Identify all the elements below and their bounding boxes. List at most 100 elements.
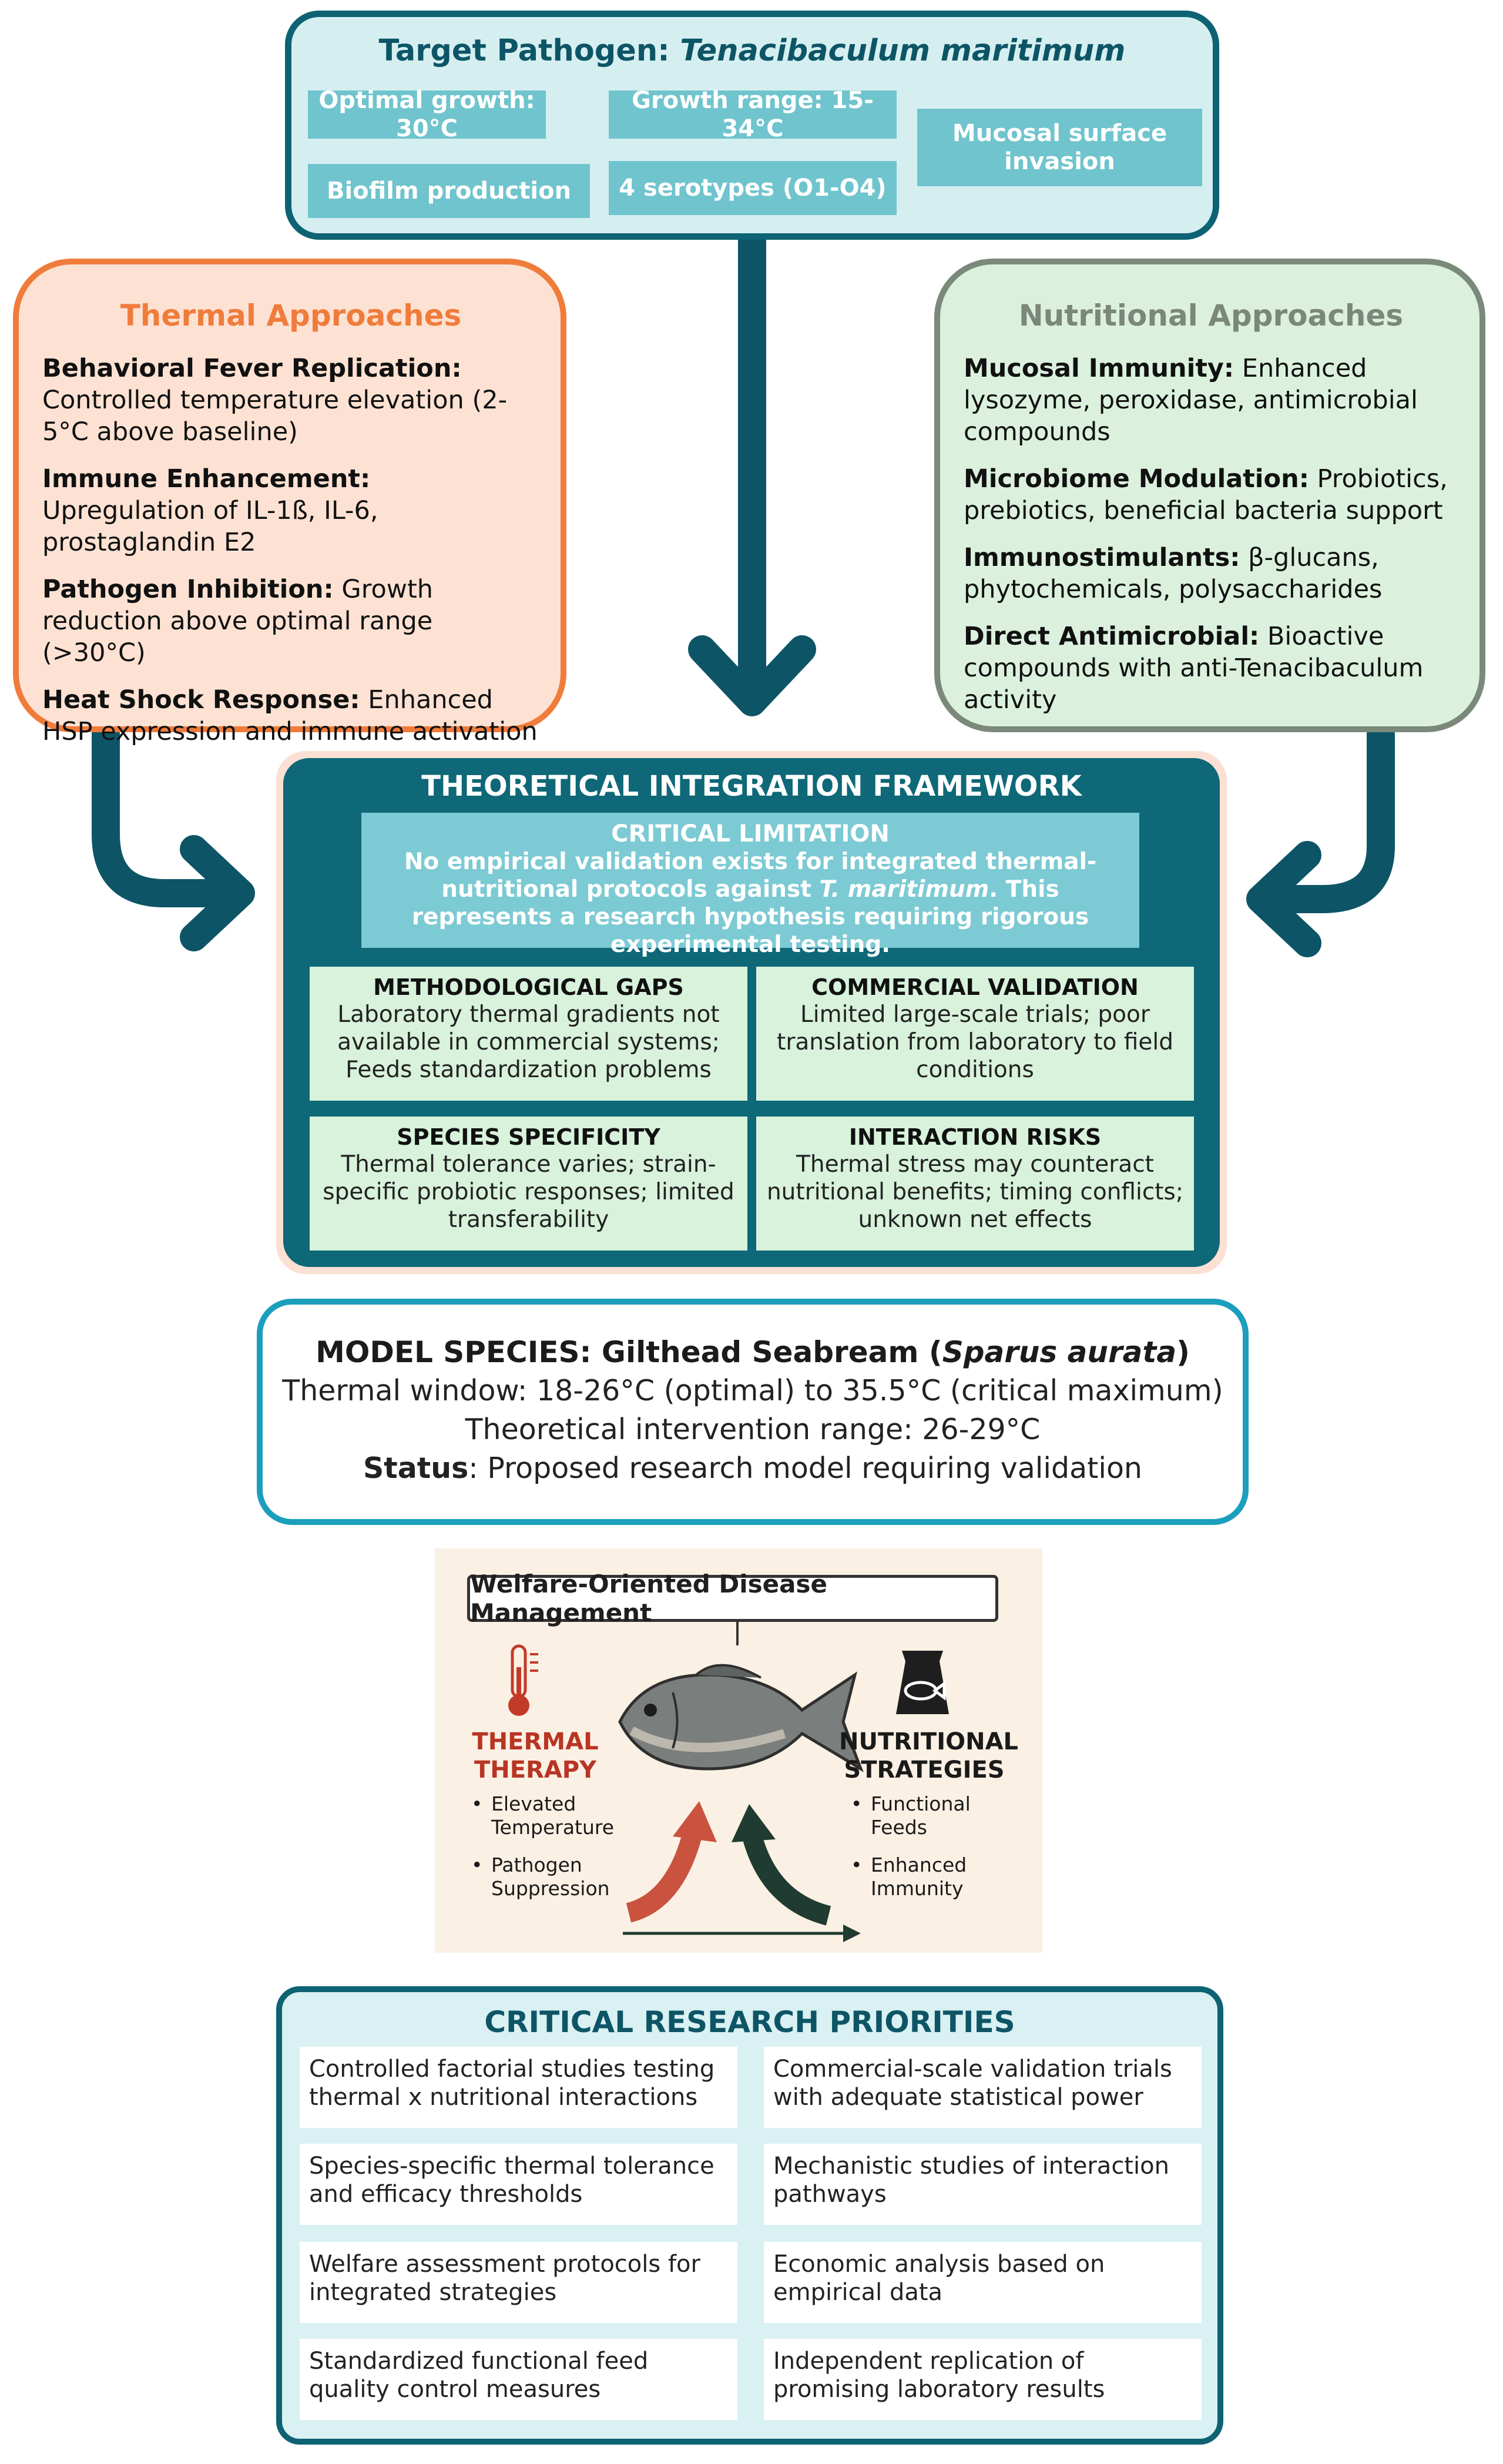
critical-limitation-title: CRITICAL LIMITATION xyxy=(611,820,890,847)
nutritional-item: Microbiome Modulation: Probiotics, prebi… xyxy=(964,463,1458,527)
nutritional-item-text: Bioactive compounds with anti-Tenacibacu… xyxy=(964,622,1424,715)
thermal-approaches-title: Thermal Approaches xyxy=(120,299,462,333)
thermal-item-label: Immune Enhancement: xyxy=(42,464,371,494)
thermal-therapy-list: Elevated Temperature Pathogen Suppressio… xyxy=(471,1792,614,1915)
interaction-risks-title: INTERACTION RISKS xyxy=(848,1124,1102,1150)
commercial-validation-cell: COMMERCIAL VALIDATION Limited large-scal… xyxy=(756,967,1194,1101)
list-item: Functional Feeds xyxy=(851,1792,1027,1839)
status-text: : Proposed research model requiring vali… xyxy=(468,1451,1142,1485)
thermal-item: Immune Enhancement: Upregulation of IL-1… xyxy=(42,463,539,558)
center-down-arrowhead xyxy=(688,635,816,716)
red-arrowhead xyxy=(673,1801,717,1842)
thermal-item-label: Pathogen Inhibition: xyxy=(42,575,334,604)
fish-illustration xyxy=(618,1664,864,1772)
thermal-item: Pathogen Inhibition: Growth reduction ab… xyxy=(42,574,539,669)
red-curved-arrow xyxy=(626,1828,703,1923)
priority-item: Controlled factorial studies testing the… xyxy=(300,2047,737,2128)
critical-text-species: T. maritimum xyxy=(819,876,989,903)
critical-text-part: . This represents a research hypothesis … xyxy=(411,876,1089,958)
chip-biofilm: Biofilm production xyxy=(308,164,590,218)
priority-item: Commercial-scale validation trials with … xyxy=(764,2047,1202,2128)
target-pathogen-box: Target Pathogen: Tenacibaculum maritimum… xyxy=(285,11,1219,240)
commercial-validation-title: COMMERCIAL VALIDATION xyxy=(811,974,1139,1000)
illustration-banner: Welfare-Oriented Disease Management xyxy=(467,1570,998,1627)
baseline-arrowhead xyxy=(843,1925,861,1942)
nutritional-item: Direct Antimicrobial: Bioactive compound… xyxy=(964,621,1458,716)
target-species-name: Tenacibaculum maritimum xyxy=(680,33,1126,68)
interaction-risks-text: Thermal stress may counteract nutritiona… xyxy=(766,1151,1184,1233)
right-elbow-arrow xyxy=(1249,720,1395,913)
chip-growth-range: Growth range: 15-34°C xyxy=(609,87,897,142)
nutritional-item-text: Enhanced lysozyme, peroxidase, antimicro… xyxy=(964,354,1418,447)
nutritional-item-text: Probiotics, prebiotics, beneficial bacte… xyxy=(964,464,1448,525)
thermal-item: Heat Shock Response: Enhanced HSP expres… xyxy=(42,684,539,747)
thermal-approaches-box: Thermal Approaches Behavioral Fever Repl… xyxy=(13,259,566,746)
species-specificity-cell: SPECIES SPECIFICITY Thermal tolerance va… xyxy=(310,1117,747,1251)
methodological-gaps-text: Laboratory thermal gradients not availab… xyxy=(337,1001,720,1083)
priority-item: Welfare assessment protocols for integra… xyxy=(300,2242,737,2323)
priority-item: Independent replication of promising lab… xyxy=(764,2339,1202,2420)
model-title-species: Sparus aurata xyxy=(942,1335,1177,1369)
green-curved-arrow xyxy=(742,1833,831,1926)
list-item: Pathogen Suppression xyxy=(471,1853,610,1900)
green-arrowhead xyxy=(732,1804,776,1842)
thermal-item-text: Growth reduction above optimal range (>3… xyxy=(42,575,434,668)
interaction-risks-cell: INTERACTION RISKS Thermal stress may cou… xyxy=(756,1117,1194,1251)
thermal-therapy-heading: THERMAL THERAPY xyxy=(472,1728,599,1784)
species-specificity-text: Thermal tolerance varies; strain-specifi… xyxy=(323,1151,734,1233)
priority-item: Standardized functional feed quality con… xyxy=(300,2339,737,2420)
list-item: Enhanced Immunity xyxy=(851,1853,1027,1900)
commercial-validation-text: Limited large-scale trials; poor transla… xyxy=(777,1001,1173,1083)
research-priorities-box: CRITICAL RESEARCH PRIORITIES Controlled … xyxy=(276,1986,1223,2445)
nutritional-item-label: Microbiome Modulation: xyxy=(964,464,1309,494)
chip-optimal-growth: Optimal growth: 30°C xyxy=(308,87,546,142)
status-line: Status: Proposed research model requirin… xyxy=(263,1449,1243,1488)
nutritional-item-label: Mucosal Immunity: xyxy=(964,354,1234,383)
thermal-item-label: Behavioral Fever Replication: xyxy=(42,354,462,383)
nutritional-item: Immunostimulants: β-glucans, phytochemic… xyxy=(964,542,1458,605)
thermal-item-label: Heat Shock Response: xyxy=(42,685,360,715)
welfare-illustration: Welfare-Oriented Disease Management THER… xyxy=(435,1548,1042,1953)
right-elbow-arrowhead xyxy=(1246,841,1321,957)
thermal-item: Behavioral Fever Replication: Controlled… xyxy=(42,353,539,448)
research-priorities-title: CRITICAL RESEARCH PRIORITIES xyxy=(484,2005,1015,2039)
chip-serotypes: 4 serotypes (O1-O4) xyxy=(609,161,897,215)
nutritional-item-text: β-glucans, phytochemicals, polysaccharid… xyxy=(964,543,1383,604)
critical-limitation-box: CRITICAL LIMITATION No empirical validat… xyxy=(361,813,1139,958)
thermal-window-line: Thermal window: 18-26°C (optimal) to 35.… xyxy=(282,1374,1223,1407)
model-species-title: MODEL SPECIES: Gilthead Seabream (Sparus… xyxy=(263,1333,1243,1372)
left-elbow-arrowhead xyxy=(180,835,255,951)
nutritional-item-label: Direct Antimicrobial: xyxy=(964,622,1260,651)
target-title-prefix: Target Pathogen: xyxy=(378,33,680,68)
banner-connector xyxy=(736,1622,739,1645)
thermal-item-text: Controlled temperature elevation (2-5°C … xyxy=(42,385,508,447)
priority-item: Species-specific thermal tolerance and e… xyxy=(300,2144,737,2225)
nutritional-strategies-list: Functional Feeds Enhanced Immunity xyxy=(851,1792,1027,1915)
framework-title: THEORETICAL INTEGRATION FRAMEWORK xyxy=(421,770,1082,803)
chip-mucosal-invasion: Mucosal surface invasion xyxy=(917,109,1202,186)
nutritional-approaches-title: Nutritional Approaches xyxy=(1018,299,1404,333)
fish-feed-bag-icon xyxy=(896,1651,949,1714)
methodological-gaps-cell: METHODOLOGICAL GAPS Laboratory thermal g… xyxy=(310,967,747,1101)
nutritional-strategies-heading: NUTRITIONAL STRATEGIES xyxy=(839,1728,1019,1784)
thermometer-icon xyxy=(508,1644,538,1716)
priority-item: Mechanistic studies of interaction pathw… xyxy=(764,2144,1202,2225)
critical-limitation-text: No empirical validation exists for integ… xyxy=(361,848,1139,958)
status-label: Status xyxy=(363,1451,469,1485)
thermal-item-text: Enhanced HSP expression and immune activ… xyxy=(42,685,538,746)
integration-framework-box: THEORETICAL INTEGRATION FRAMEWORK CRITIC… xyxy=(283,758,1220,1267)
illustration-arrows xyxy=(623,1801,861,1942)
nutritional-approaches-box: Nutritional Approaches Mucosal Immunity:… xyxy=(934,259,1485,732)
species-specificity-title: SPECIES SPECIFICITY xyxy=(397,1124,660,1150)
left-elbow-arrow xyxy=(92,720,249,907)
list-item: Elevated Temperature xyxy=(471,1792,614,1839)
intervention-range-line: Theoretical intervention range: 26-29°C xyxy=(465,1413,1041,1446)
model-title-prefix: MODEL SPECIES: Gilthead Seabream ( xyxy=(316,1335,942,1369)
methodological-gaps-title: METHODOLOGICAL GAPS xyxy=(373,974,684,1000)
thermal-item-text: Upregulation of IL-1ß, IL-6, prostagland… xyxy=(42,496,378,557)
target-pathogen-title: Target Pathogen: Tenacibaculum maritimum xyxy=(291,33,1213,68)
priority-item: Economic analysis based on empirical dat… xyxy=(764,2242,1202,2323)
model-title-suffix: ) xyxy=(1176,1335,1190,1369)
nutritional-item: Mucosal Immunity: Enhanced lysozyme, per… xyxy=(964,353,1458,448)
